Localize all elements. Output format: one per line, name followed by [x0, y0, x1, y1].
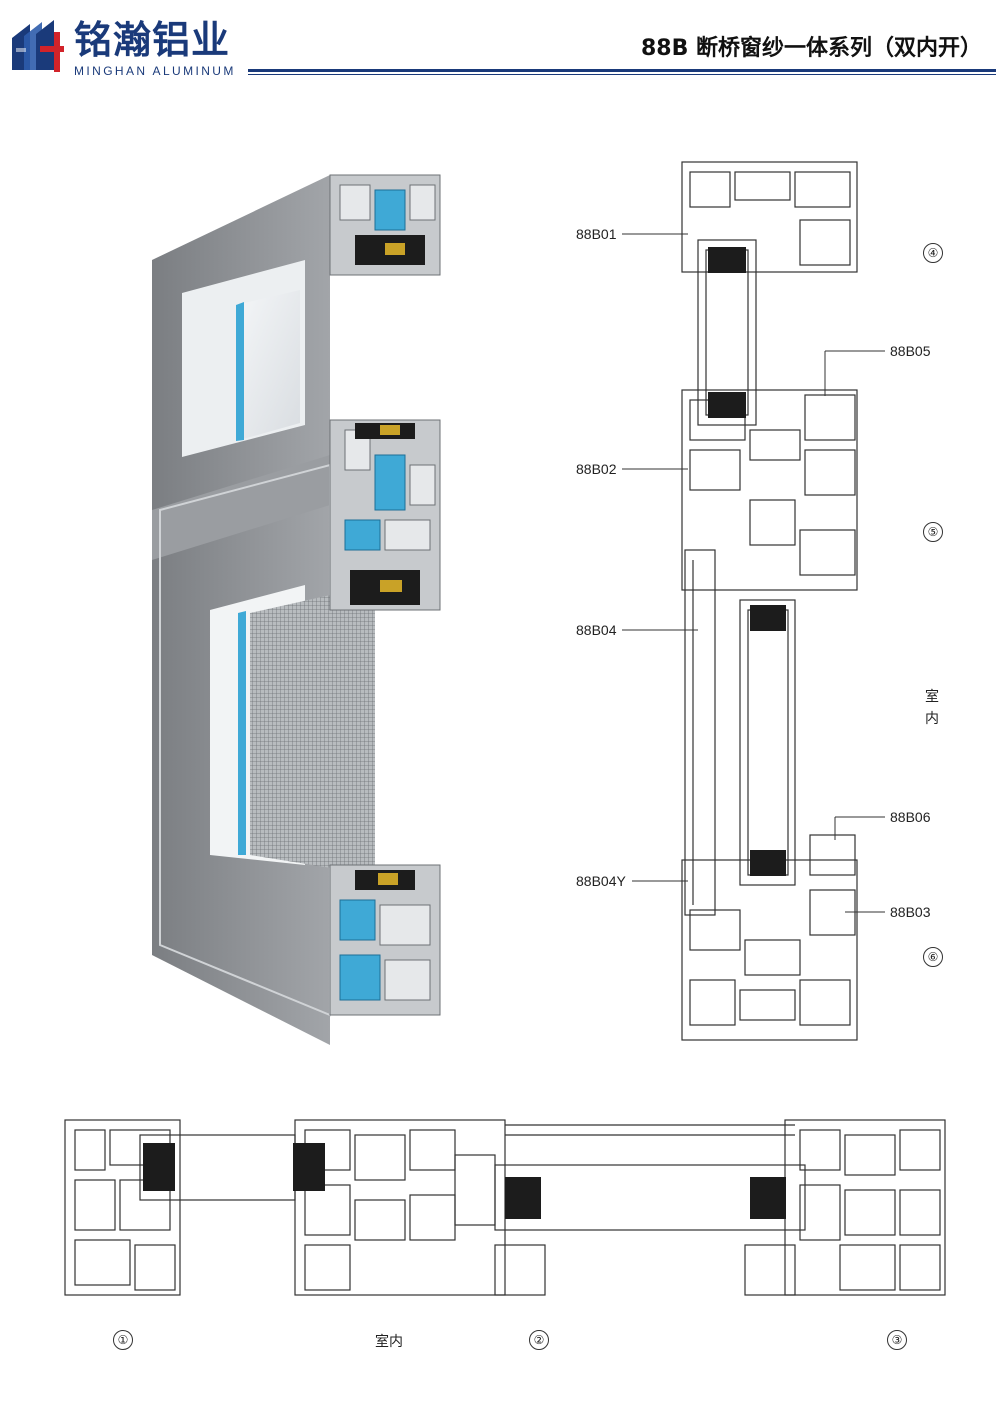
- marker-4: ④: [923, 243, 943, 263]
- insect-screen-mesh: [250, 585, 375, 875]
- horizontal-gaskets: [143, 1143, 786, 1219]
- label-88B04Y: 88B04Y: [576, 873, 626, 889]
- center-mullion: [294, 1119, 506, 1296]
- center-glass-unit: [494, 1164, 806, 1231]
- marker-6: ⑥: [923, 947, 943, 967]
- frame-top-88B01: [681, 161, 858, 273]
- horizontal-section-drawing: [64, 1119, 946, 1296]
- profile-section-top: [329, 174, 441, 276]
- window-3d-render: [152, 174, 441, 1045]
- label-88B05: 88B05: [890, 343, 931, 359]
- right-frame: [784, 1119, 946, 1296]
- lower-spacer-blue: [238, 611, 246, 855]
- minghan-logo-icon: [12, 20, 64, 72]
- lower-glass-unit: [739, 599, 796, 886]
- marker-2: ②: [529, 1330, 549, 1350]
- header-rule: [248, 69, 996, 72]
- profile-section-middle: [329, 419, 441, 611]
- page-title: 88B 断桥窗纱一体系列（双内开）: [640, 36, 982, 61]
- room-label-horizontal: 室内: [375, 1334, 403, 1350]
- label-88B01: 88B01: [576, 226, 617, 242]
- marker-1: ①: [113, 1330, 133, 1350]
- brand-name-en: MINGHAN ALUMINUM: [74, 64, 236, 78]
- vertical-section-drawing: [622, 161, 885, 1041]
- left-frame: [64, 1119, 181, 1296]
- upper-spacer-blue: [236, 302, 244, 441]
- room-label-vertical-bottom: 内: [925, 711, 939, 727]
- transom-face: [152, 455, 330, 560]
- upper-glass-unit: [697, 239, 757, 426]
- leader-lines: [622, 233, 885, 913]
- label-88B03: 88B03: [890, 904, 931, 920]
- brand-name-cn: 铭瀚铝业: [74, 18, 231, 62]
- marker-5: ⑤: [923, 522, 943, 542]
- label-88B06: 88B06: [890, 809, 931, 825]
- profile-section-bottom: [329, 864, 441, 1016]
- screen-sash-88B04: [684, 549, 716, 916]
- label-88B04: 88B04: [576, 622, 617, 638]
- header-rule-thin: [248, 74, 996, 75]
- label-88B02: 88B02: [576, 461, 617, 477]
- transom-88B02: [681, 389, 858, 591]
- gaskets: [708, 247, 786, 876]
- marker-3: ③: [887, 1330, 907, 1350]
- room-label-vertical-top: 室: [925, 689, 939, 705]
- page-header: 铭瀚铝业 MINGHAN ALUMINUM 88B 断桥窗纱一体系列（双内开）: [0, 0, 1000, 90]
- upper-glass: [236, 290, 300, 441]
